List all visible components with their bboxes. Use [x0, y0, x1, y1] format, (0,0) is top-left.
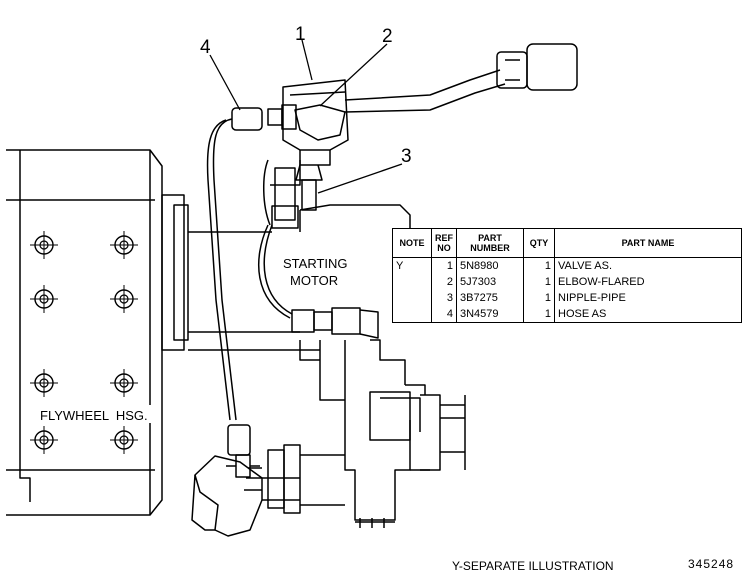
callout-3: 3 — [401, 146, 412, 167]
col-note-header: NOTE — [392, 228, 432, 258]
cell-qty: 1 — [523, 257, 555, 274]
cell-part-name: HOSE AS — [554, 306, 742, 323]
callout-4: 4 — [200, 37, 211, 58]
table-row: 3 3B7275 1 NIPPLE-PIPE — [392, 290, 742, 306]
table-row: 4 3N4579 1 HOSE AS — [392, 306, 742, 323]
starting-motor-label-line2: MOTOR — [290, 273, 338, 288]
illustration-number: 345248 — [688, 557, 735, 571]
cell-ref: 4 — [431, 306, 457, 323]
hose-assembly — [206, 107, 263, 478]
cell-part-number: 3N4579 — [456, 306, 524, 323]
cell-note — [392, 306, 432, 323]
cell-part-name: ELBOW-FLARED — [554, 274, 742, 290]
table-row: Y 1 5N8980 1 VALVE AS. — [392, 257, 742, 274]
callout-2: 2 — [382, 26, 393, 47]
flywheel-housing-label: FLYWHEEL HSG. — [40, 408, 148, 423]
cell-ref: 3 — [431, 290, 457, 306]
cell-note: Y — [392, 257, 432, 274]
leader-lines — [209, 39, 403, 194]
nipple-pipe — [257, 159, 379, 339]
col-qty-header: QTY — [523, 228, 555, 258]
cell-ref: 1 — [431, 257, 457, 274]
starting-motor — [188, 204, 466, 528]
cell-qty: 1 — [523, 306, 555, 323]
cell-part-number: 5J7303 — [456, 274, 524, 290]
col-part-name-header: PART NAME — [554, 228, 742, 258]
cell-note — [392, 290, 432, 306]
valve-assembly — [282, 43, 578, 211]
illustration-caption: Y-SEPARATE ILLUSTRATION — [452, 559, 614, 573]
cell-part-number: 5N8980 — [456, 257, 524, 274]
starting-motor-label-line1: STARTING — [283, 256, 348, 271]
flared-elbow — [267, 104, 346, 141]
cell-note — [392, 274, 432, 290]
flywheel-housing — [6, 149, 189, 516]
lower-elbow — [191, 444, 345, 537]
cell-ref: 2 — [431, 274, 457, 290]
cell-qty: 1 — [523, 274, 555, 290]
cell-part-name: NIPPLE-PIPE — [554, 290, 742, 306]
callout-1: 1 — [295, 24, 306, 45]
table-row: 2 5J7303 1 ELBOW-FLARED — [392, 274, 742, 290]
cell-part-number: 3B7275 — [456, 290, 524, 306]
cell-part-name: VALVE AS. — [554, 257, 742, 274]
cell-qty: 1 — [523, 290, 555, 306]
